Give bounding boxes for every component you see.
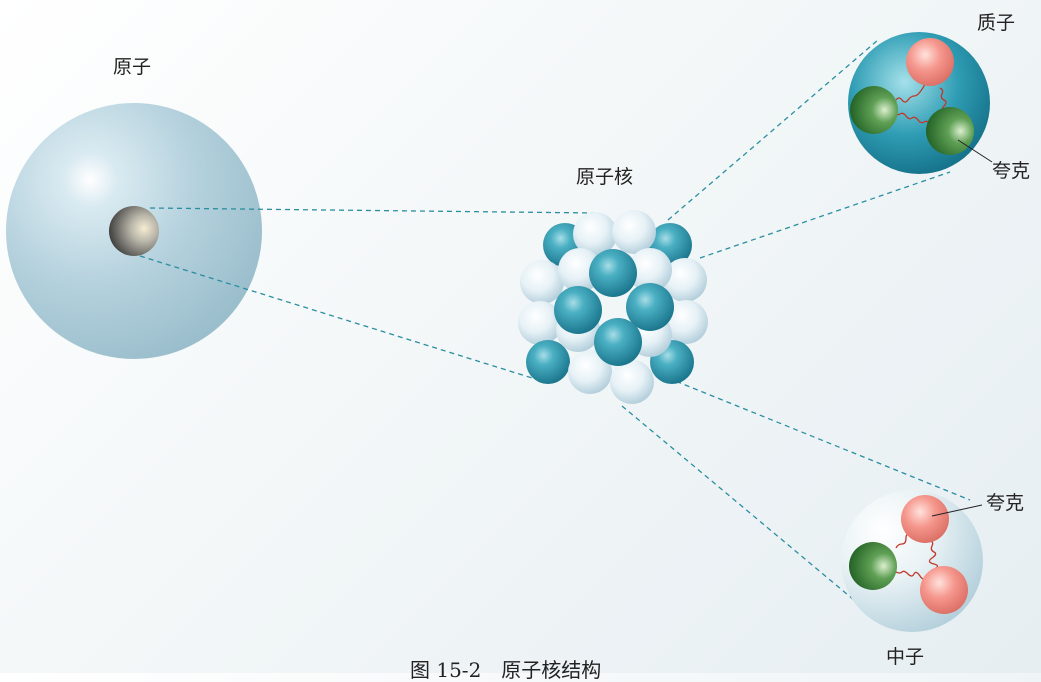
nucleon-teal (594, 318, 642, 366)
neutron-label: 中子 (886, 646, 925, 668)
proton-label: 质子 (977, 12, 1016, 34)
proton (848, 32, 993, 174)
nucleon-white (664, 300, 708, 344)
nucleon-teal (589, 249, 637, 297)
quark-green (849, 542, 897, 590)
nucleon-white (568, 350, 612, 394)
nucleon-white (573, 212, 617, 256)
nucleon-white (663, 258, 707, 302)
nucleon-white (520, 260, 564, 304)
quark-green (926, 107, 974, 155)
nucleus-cluster (518, 210, 708, 404)
connector-nucleus-neutron-top (667, 377, 971, 501)
quark-pointer-line (957, 139, 993, 163)
quark-red (920, 566, 968, 614)
nucleon-white (518, 301, 562, 345)
figure-caption: 图 15-2 原子核结构 (410, 658, 602, 682)
connector-nucleus-proton-top (667, 39, 879, 221)
quark-label-proton: 夸克 (992, 160, 1031, 182)
connector-nucleus-proton-bottom (699, 171, 951, 259)
quark-red (901, 495, 949, 543)
connection-lines (139, 39, 971, 606)
connector-atom-nucleus-bottom (139, 255, 546, 383)
atom-label: 原子 (113, 56, 152, 78)
quark-green (850, 86, 898, 134)
nucleus-label: 原子核 (576, 166, 634, 188)
nucleon-teal (626, 283, 674, 331)
quark-label-neutron: 夸克 (986, 492, 1025, 514)
nucleon-teal (554, 286, 602, 334)
nucleon-white (628, 248, 672, 292)
quark-red (906, 38, 954, 86)
quark-pointer-line (931, 504, 983, 517)
nucleon-white (610, 360, 654, 404)
neutron (841, 490, 983, 632)
atom-nucleus-core (109, 206, 159, 256)
nucleon-teal (526, 340, 570, 384)
connector-atom-nucleus-top (149, 207, 596, 214)
connector-nucleus-neutron-bottom (621, 405, 861, 606)
nucleon-white (612, 210, 656, 254)
